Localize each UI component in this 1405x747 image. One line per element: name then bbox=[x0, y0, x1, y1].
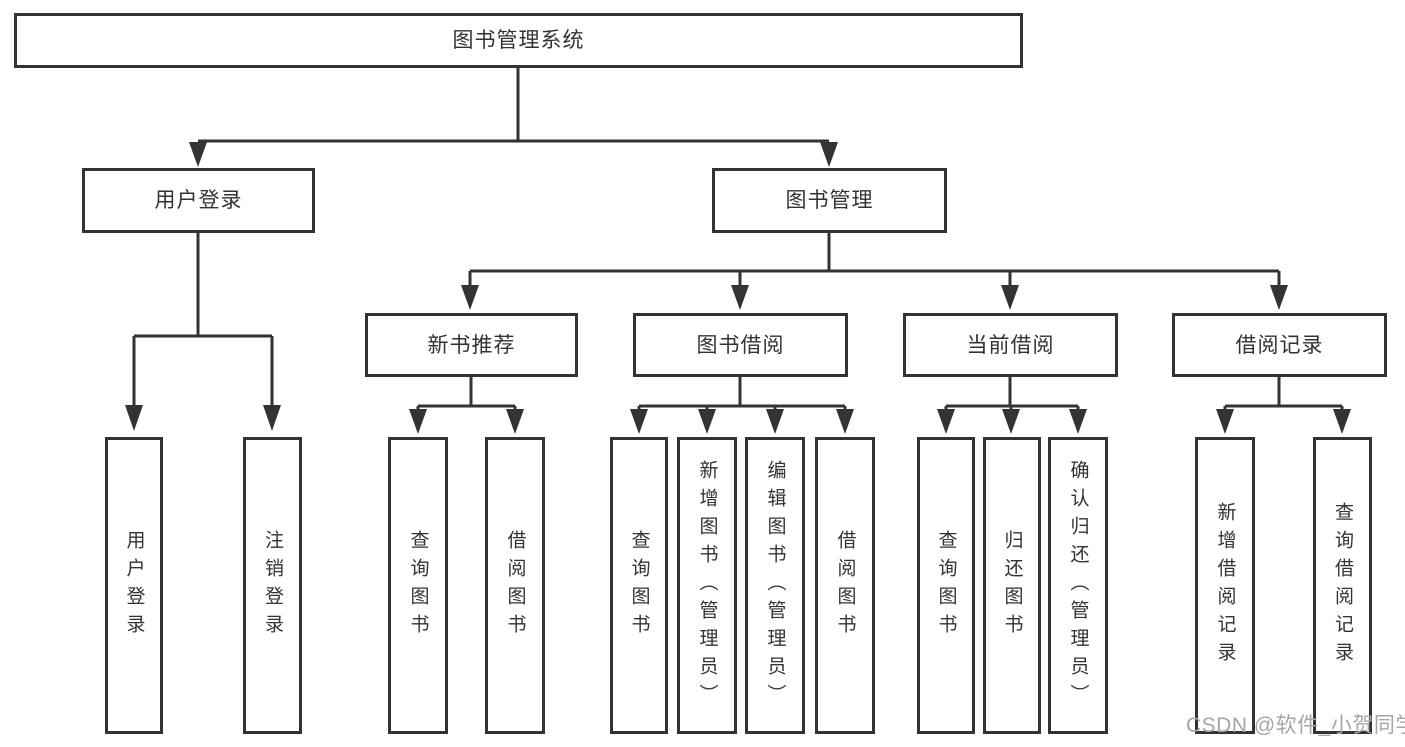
node-book-management: 图书管理 bbox=[712, 168, 947, 233]
leaf-br-query-record-label: 查询借阅记录 bbox=[1332, 501, 1353, 670]
leaf-cb-return-books: 归还图书 bbox=[983, 437, 1041, 734]
leaf-bb-borrow-books: 借阅图书 bbox=[815, 437, 875, 734]
connector-borrowing-records-subtree bbox=[1216, 377, 1351, 434]
leaf-cb-query-books: 查询图书 bbox=[917, 437, 975, 734]
connector-root-to-level2 bbox=[189, 68, 838, 167]
leaf-br-add-record-label: 新增借阅记录 bbox=[1214, 501, 1236, 670]
leaf-nb-query-books: 查询图书 bbox=[388, 437, 448, 734]
leaf-br-add-record: 新增借阅记录 bbox=[1195, 437, 1255, 734]
node-book-borrowing-label: 图书借阅 bbox=[696, 333, 785, 357]
node-borrowing-records: 借阅记录 bbox=[1172, 313, 1387, 377]
node-borrowing-records-label: 借阅记录 bbox=[1235, 333, 1324, 357]
leaf-logout-label: 注销登录 bbox=[262, 529, 283, 642]
node-user-login-label: 用户登录 bbox=[154, 189, 243, 212]
leaf-cb-confirm-return-admin: 确认归还（管理员） bbox=[1048, 437, 1108, 734]
leaf-bb-add-books-admin-label: 新增图书（管理员） bbox=[696, 459, 718, 712]
node-user-login: 用户登录 bbox=[82, 168, 315, 233]
connector-new-book-subtree bbox=[409, 377, 524, 434]
leaf-nb-borrow-books-label: 借阅图书 bbox=[504, 529, 526, 642]
node-new-book-recommend-label: 新书推荐 bbox=[427, 333, 516, 357]
leaf-bb-add-books-admin: 新增图书（管理员） bbox=[677, 437, 737, 734]
leaf-bb-query-books-label: 查询图书 bbox=[628, 529, 650, 642]
leaf-bb-edit-books-admin: 编辑图书（管理员） bbox=[745, 437, 805, 734]
leaf-br-query-record: 查询借阅记录 bbox=[1313, 437, 1372, 734]
leaf-nb-borrow-books: 借阅图书 bbox=[485, 437, 545, 734]
leaf-bb-query-books: 查询图书 bbox=[610, 437, 668, 734]
node-current-borrowing: 当前借阅 bbox=[903, 313, 1118, 377]
node-current-borrowing-label: 当前借阅 bbox=[966, 333, 1055, 357]
connector-book-management-to-level3 bbox=[461, 233, 1288, 310]
leaf-cb-confirm-return-admin-label: 确认归还（管理员） bbox=[1067, 459, 1089, 712]
leaf-logout: 注销登录 bbox=[243, 437, 302, 734]
leaf-nb-query-books-label: 查询图书 bbox=[407, 529, 429, 642]
node-new-book-recommend: 新书推荐 bbox=[365, 313, 578, 377]
connector-book-borrowing-subtree bbox=[630, 377, 854, 434]
node-root-label: 图书管理系统 bbox=[452, 29, 585, 52]
connector-user-login-subtree bbox=[125, 233, 281, 431]
watermark: CSDN @软件_小贺同学 bbox=[1186, 714, 1405, 737]
node-book-borrowing: 图书借阅 bbox=[633, 313, 848, 377]
leaf-cb-query-books-label: 查询图书 bbox=[935, 529, 957, 642]
node-book-management-label: 图书管理 bbox=[785, 189, 874, 212]
node-root: 图书管理系统 bbox=[14, 13, 1023, 68]
leaf-user-login-label: 用户登录 bbox=[123, 529, 145, 642]
leaf-bb-borrow-books-label: 借阅图书 bbox=[834, 529, 856, 642]
connector-current-borrowing-subtree bbox=[937, 377, 1087, 434]
leaf-bb-edit-books-admin-label: 编辑图书（管理员） bbox=[764, 459, 786, 712]
leaf-cb-return-books-label: 归还图书 bbox=[1001, 529, 1023, 642]
leaf-user-login: 用户登录 bbox=[105, 437, 163, 734]
